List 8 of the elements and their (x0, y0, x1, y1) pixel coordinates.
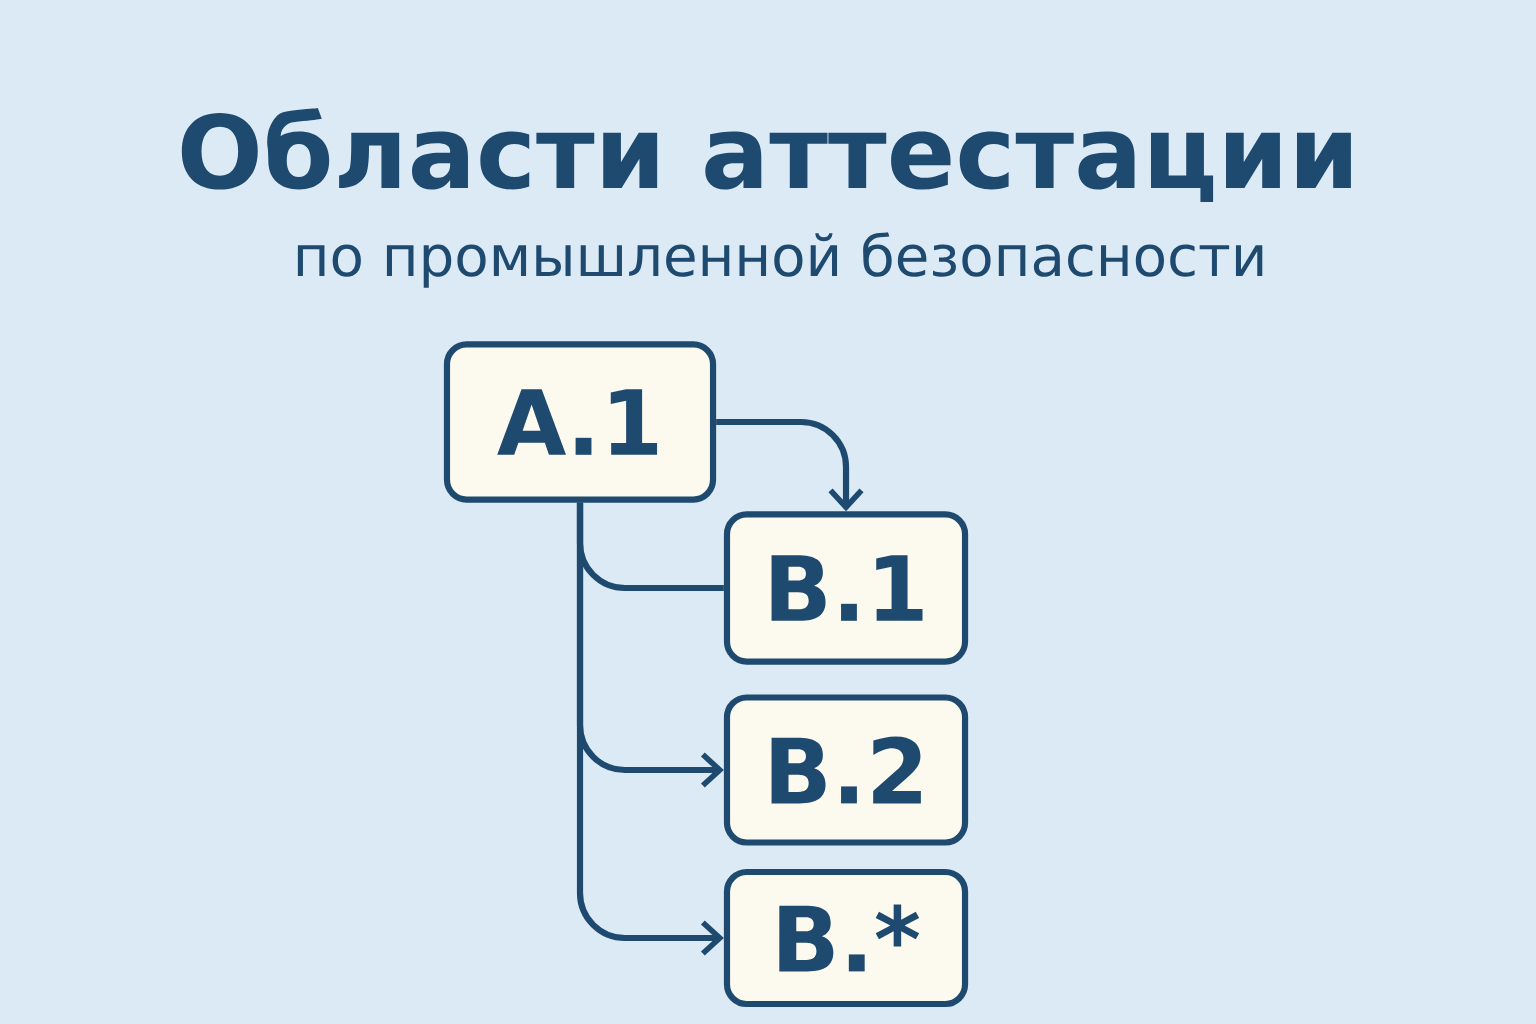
connector-arrow (576, 502, 724, 956)
label-box: В.2 (723, 694, 969, 846)
label-box: В.1 (723, 511, 969, 665)
label-box: В.* (723, 868, 969, 1008)
title: Области аттестации (181, 107, 1351, 203)
connector-arrow (716, 418, 864, 512)
label-box: А.1 (443, 341, 717, 503)
subtitle: по промышленной безопасности (297, 232, 1263, 288)
